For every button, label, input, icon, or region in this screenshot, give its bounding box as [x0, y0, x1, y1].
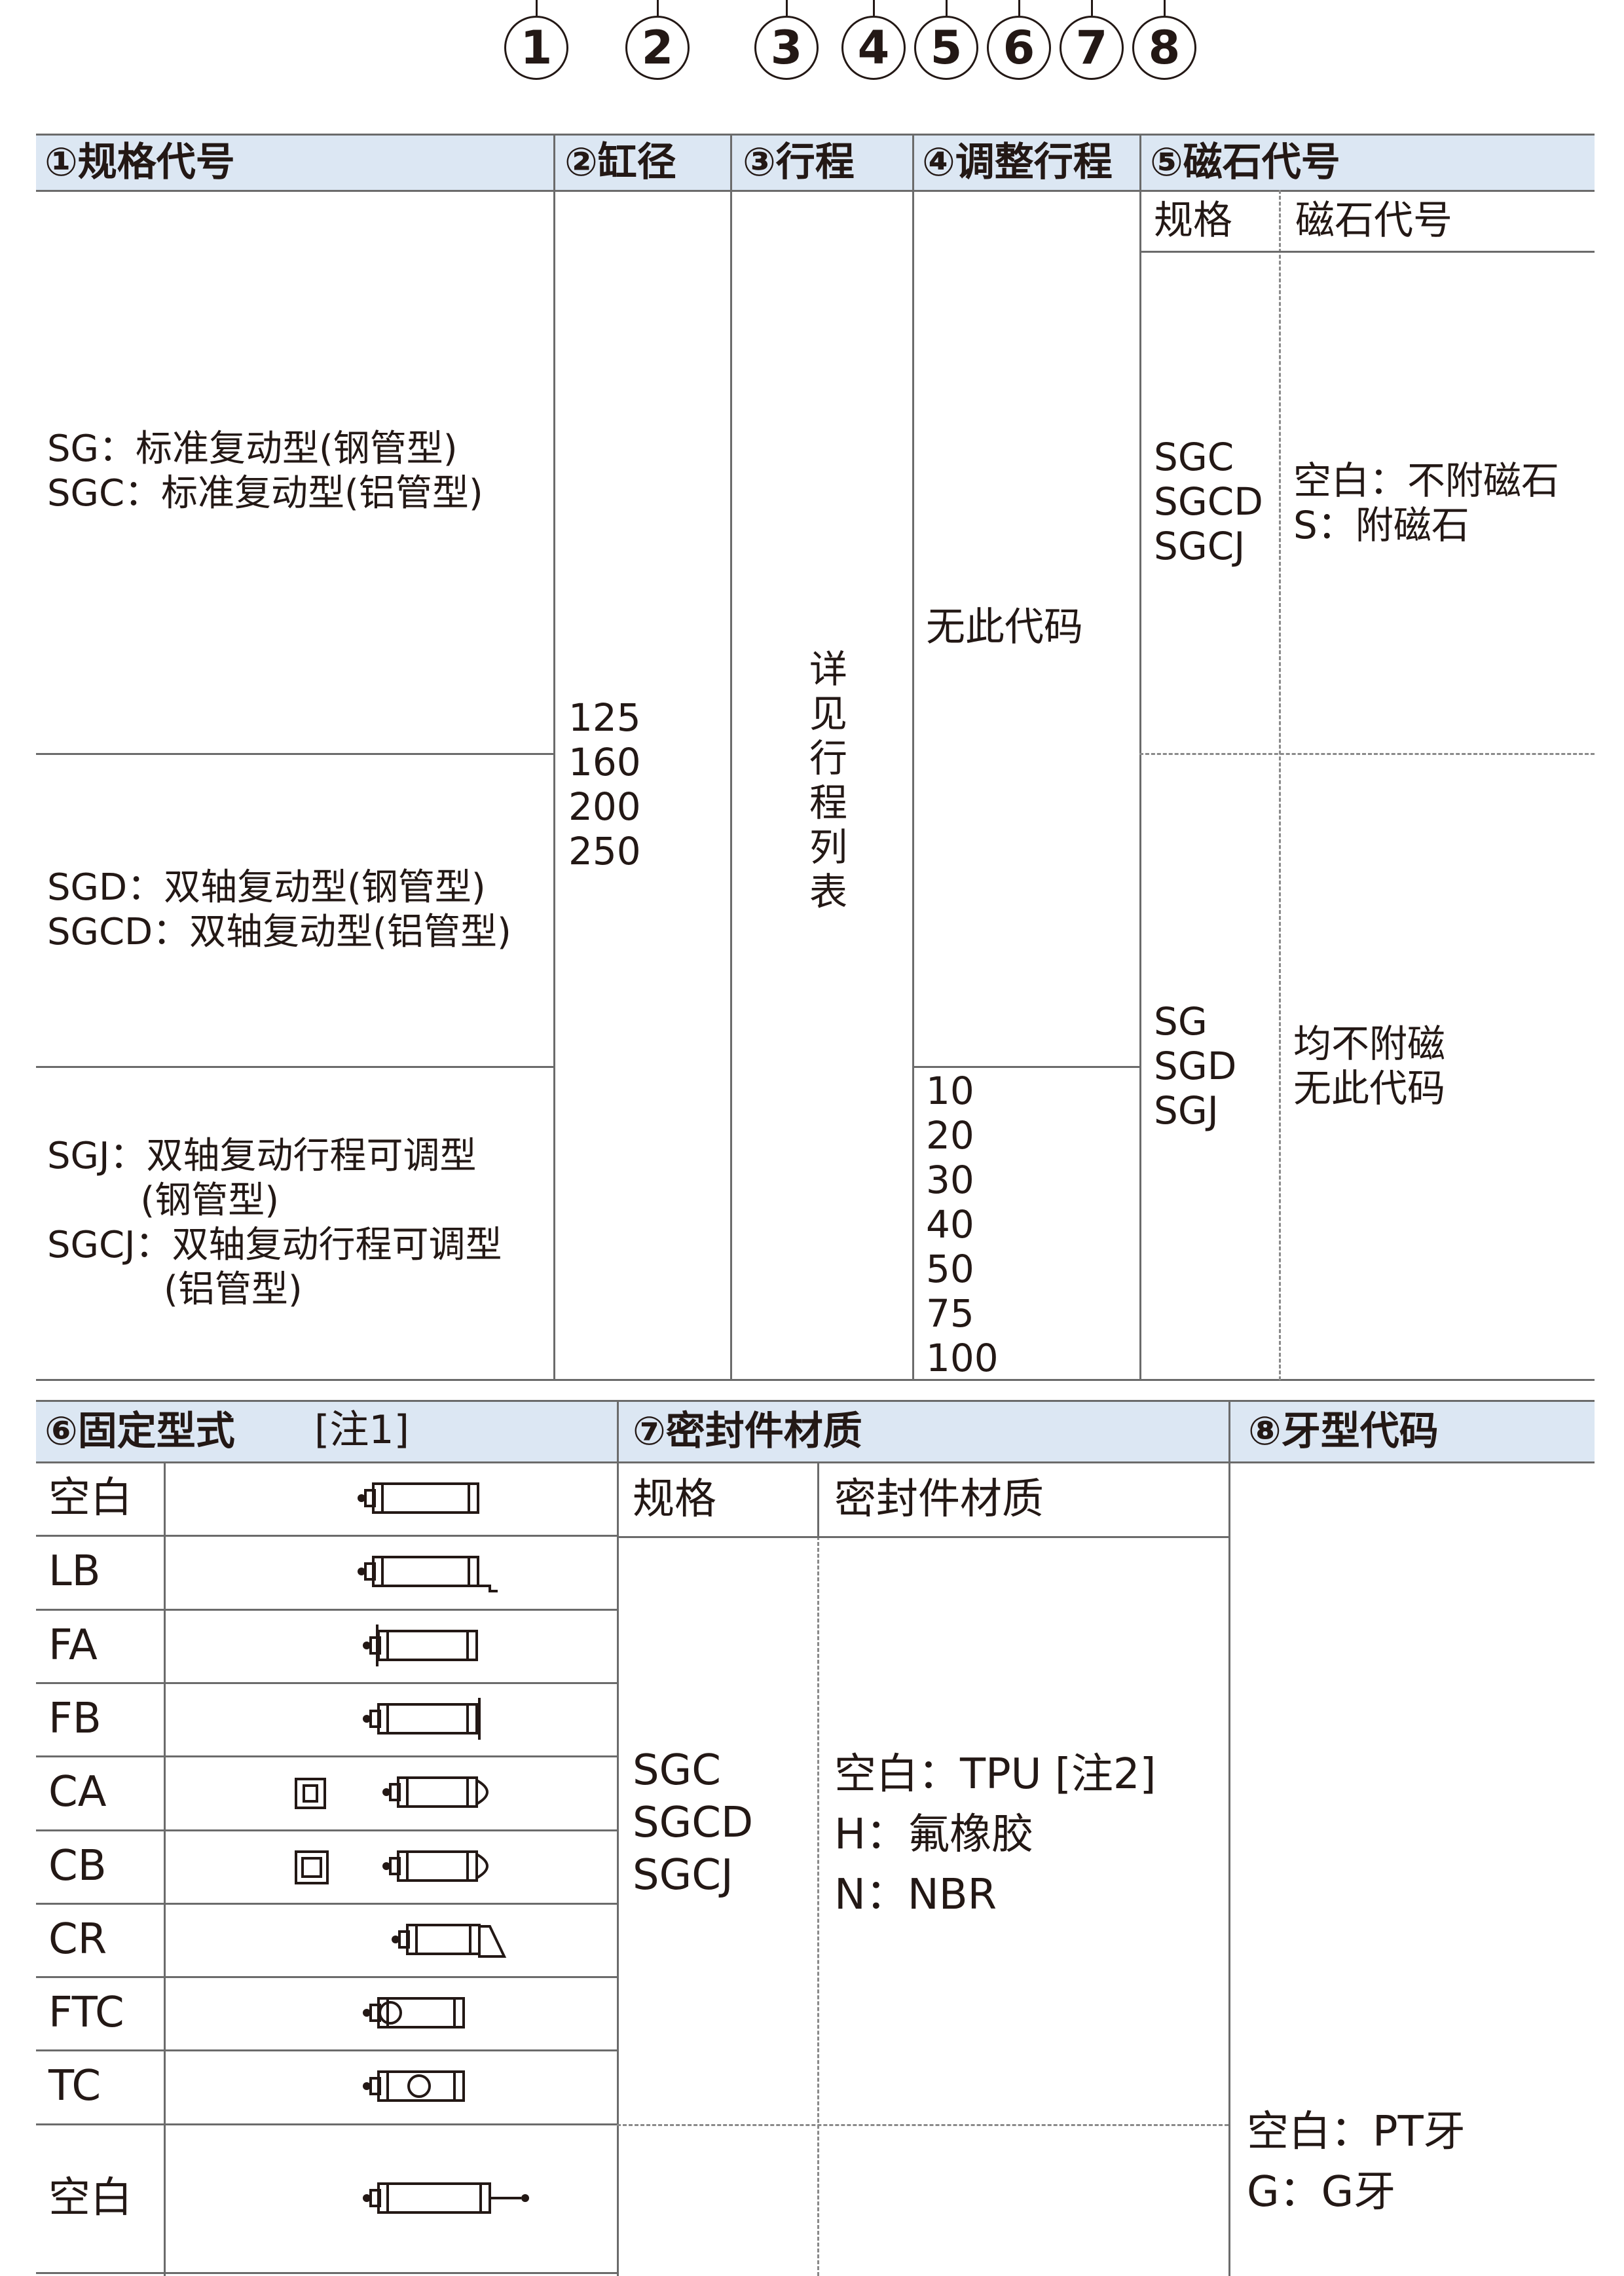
marker-tick [657, 0, 659, 16]
mount-code: CR [48, 1915, 107, 1964]
header-adjust-stroke: ④调整行程 [922, 139, 1113, 185]
seal-subheader-material: 密封件材质 [834, 1475, 1044, 1524]
marker-2: 2 [625, 16, 690, 80]
cylinder-double-rod-icon [223, 2172, 563, 2224]
seal-spec: SGC SGCD SGCJ [633, 1746, 754, 1900]
divider [912, 134, 914, 1380]
marker-tick [1091, 0, 1093, 16]
divider [553, 134, 555, 1380]
magnet-subheader-spec: 规格 [1154, 198, 1232, 244]
divider [730, 134, 732, 1380]
mount-code: CB [48, 1842, 107, 1890]
divider [817, 1461, 819, 1536]
magnet-spec-steel: SG SGD SGJ [1154, 999, 1237, 1133]
header-thread: ⑧牙型代码 [1248, 1408, 1439, 1454]
divider [1228, 1400, 1230, 2276]
marker-6: 6 [987, 16, 1051, 80]
dashed-divider [1279, 190, 1281, 1380]
spec-row-standard: SG：标准复动型(钢管型) SGC：标准复动型(铝管型) [47, 428, 483, 515]
marker-tick [873, 0, 875, 16]
divider [36, 1535, 617, 1537]
thread-values: 空白：PT牙 G：G牙 [1247, 2108, 1466, 2216]
cylinder-foot-mount-icon [223, 1545, 563, 1598]
cylinder-rear-flange-icon [223, 1693, 563, 1745]
magnet-subheader-code: 磁石代号 [1295, 198, 1452, 244]
mount-code: TC [48, 2062, 101, 2110]
bore-values: 125 160 200 250 [568, 695, 641, 873]
marker-5: 5 [914, 16, 978, 80]
top-table-header-bar [36, 135, 1595, 191]
dashed-divider [617, 2124, 1228, 2126]
adjust-values: 10 20 30 40 50 75 100 [926, 1069, 999, 1380]
divider [36, 2272, 617, 2274]
divider [36, 134, 1595, 136]
stroke-see-table: 详 见 行 程 列 表 [809, 647, 847, 914]
divider [36, 1976, 617, 1978]
divider [617, 1536, 1228, 1538]
mount-code: FA [48, 1621, 98, 1670]
marker-tick [946, 0, 948, 16]
marker-7: 7 [1060, 16, 1124, 80]
header-mount-note: [注1] [314, 1407, 409, 1453]
divider [36, 1609, 617, 1611]
marker-tick [536, 0, 538, 16]
divider [1139, 134, 1141, 1380]
cylinder-center-trunnion-icon [223, 2060, 563, 2112]
mount-code: LB [48, 1547, 101, 1596]
marker-8: 8 [1132, 16, 1196, 80]
spec-row-double-rod: SGD：双轴复动型(钢管型) SGCD：双轴复动型(铝管型) [47, 866, 511, 953]
header-bore: ②缸径 [564, 139, 676, 185]
cylinder-clevis-bracket-icon [223, 1913, 563, 1966]
divider [36, 753, 553, 755]
dashed-divider [1139, 753, 1595, 755]
mount-code: 空白 [48, 1474, 132, 1522]
bottom-table-header-bar [36, 1401, 1595, 1461]
cylinder-single-clevis-icon [223, 1766, 563, 1818]
cylinder-basic-icon [223, 1472, 563, 1524]
marker-tick [1018, 0, 1020, 16]
mount-code: FTC [48, 1989, 124, 2037]
magnet-code-aluminium: 空白：不附磁石 S：附磁石 [1293, 458, 1560, 547]
cylinder-front-flange-icon [223, 1619, 563, 1672]
mount-code: FB [48, 1695, 101, 1743]
marker-tick [1164, 0, 1166, 16]
divider [164, 1461, 166, 2276]
dashed-divider [817, 1536, 819, 2276]
divider [36, 190, 1595, 192]
marker-4: 4 [841, 16, 906, 80]
seal-subheader-spec: 规格 [633, 1475, 716, 1524]
header-stroke: ③行程 [743, 139, 855, 185]
header-mount: ⑥固定型式 [45, 1408, 235, 1454]
divider [912, 1066, 1139, 1068]
divider [1139, 251, 1595, 253]
spec-row-adjustable: SGJ：双轴复动行程可调型 (钢管型) SGCJ：双轴复动行程可调型 (铝管型) [47, 1135, 502, 1311]
adjust-none: 无此代码 [926, 604, 1083, 650]
divider [36, 1461, 1595, 1463]
cylinder-double-clevis-icon [223, 1840, 563, 1892]
magnet-code-steel: 均不附磁 无此代码 [1293, 1021, 1446, 1110]
magnet-spec-aluminium: SGC SGCD SGCJ [1154, 435, 1263, 568]
cylinder-front-trunnion-icon [223, 1987, 563, 2039]
seal-material: 空白：TPU [注2] H：氟橡胶 N：NBR [834, 1750, 1156, 1919]
marker-3: 3 [754, 16, 819, 80]
marker-tick [786, 0, 788, 16]
divider [36, 2049, 617, 2051]
divider [36, 1400, 1595, 1402]
divider [617, 1400, 619, 2276]
mount-code: CA [48, 1768, 107, 1816]
header-spec-code: ①规格代号 [45, 139, 235, 185]
divider [36, 1379, 1595, 1381]
divider [36, 1682, 617, 1684]
divider [36, 1755, 617, 1757]
header-seal: ⑦密封件材质 [633, 1408, 862, 1454]
divider [36, 1903, 617, 1905]
divider [36, 1829, 617, 1831]
marker-1: 1 [504, 16, 568, 80]
divider [36, 1066, 553, 1068]
header-magnet-code: ⑤磁石代号 [1150, 139, 1340, 185]
divider [36, 2123, 617, 2125]
mount-code: 空白 [48, 2174, 132, 2222]
